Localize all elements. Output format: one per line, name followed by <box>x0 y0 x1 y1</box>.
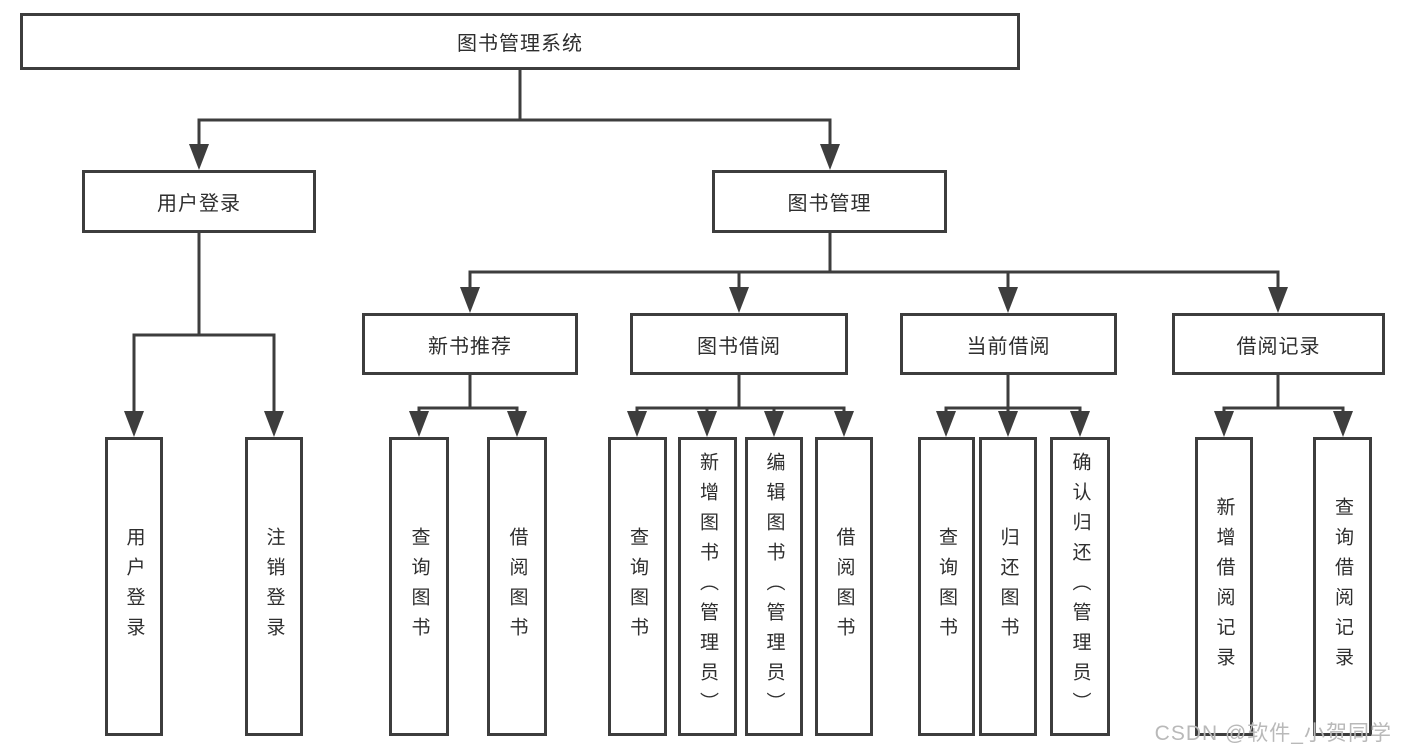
node-book-borrow: 图书借阅 <box>630 313 848 375</box>
arrow-down-icon <box>1333 411 1353 437</box>
arrow-down-icon <box>834 411 854 437</box>
arrow-down-icon <box>1268 287 1288 313</box>
leaf-borrow-books-recommend: 借阅图书 <box>487 437 547 736</box>
arrow-down-icon <box>124 411 144 437</box>
leaf-label: 借阅图书 <box>506 526 528 647</box>
connector-book-management-children <box>468 231 1280 291</box>
leaf-label: 新增图书（管理员） <box>697 451 718 722</box>
leaf-add-borrow-record: 新增借阅记录 <box>1195 437 1253 736</box>
watermark: CSDN @软件_小贺同学 <box>1154 722 1392 745</box>
leaf-query-borrow-record: 查询借阅记录 <box>1313 437 1372 736</box>
leaf-label: 查询借阅记录 <box>1332 496 1353 677</box>
node-borrow-records: 借阅记录 <box>1172 313 1385 375</box>
arrow-down-icon <box>460 287 480 313</box>
arrow-down-icon <box>507 411 527 437</box>
arrow-down-icon <box>764 411 784 437</box>
node-new-book-recommend: 新书推荐 <box>362 313 578 375</box>
leaf-edit-book-admin: 编辑图书（管理员） <box>745 437 803 736</box>
leaf-logout: 注销登录 <box>245 437 303 736</box>
connector-current-borrow-children <box>944 373 1082 415</box>
node-user-login: 用户登录 <box>82 170 316 233</box>
leaf-confirm-return-admin: 确认归还（管理员） <box>1050 437 1110 736</box>
arrow-down-icon <box>936 411 956 437</box>
node-root: 图书管理系统 <box>20 13 1020 70</box>
leaf-borrow-books: 借阅图书 <box>815 437 873 736</box>
leaf-label: 新增借阅记录 <box>1213 496 1235 677</box>
arrow-down-icon <box>627 411 647 437</box>
connector-user-login-children <box>132 231 276 415</box>
connector-new-book-children <box>417 373 519 415</box>
leaf-query-books-recommend: 查询图书 <box>389 437 449 736</box>
arrow-down-icon <box>697 411 717 437</box>
leaf-label: 查询图书 <box>408 526 430 647</box>
arrow-down-icon <box>998 411 1018 437</box>
leaf-label: 编辑图书（管理员） <box>763 451 785 722</box>
node-book-management: 图书管理 <box>712 170 947 233</box>
arrow-down-icon <box>409 411 429 437</box>
leaf-label: 用户登录 <box>123 526 145 647</box>
leaf-query-books-current: 查询图书 <box>918 437 975 736</box>
leaf-label: 借阅图书 <box>833 526 855 647</box>
arrow-down-icon <box>1070 411 1090 437</box>
leaf-label: 注销登录 <box>263 526 285 647</box>
connector-borrow-records-children <box>1222 373 1345 415</box>
leaf-label: 查询图书 <box>936 526 957 647</box>
arrow-down-icon <box>264 411 284 437</box>
leaf-add-book-admin: 新增图书（管理员） <box>678 437 737 736</box>
leaf-user-login: 用户登录 <box>105 437 163 736</box>
leaf-label: 归还图书 <box>997 526 1019 647</box>
arrow-down-icon <box>189 144 209 170</box>
leaf-query-books-borrow: 查询图书 <box>608 437 667 736</box>
arrow-down-icon <box>998 287 1018 313</box>
node-current-borrow: 当前借阅 <box>900 313 1117 375</box>
leaf-label: 查询图书 <box>627 526 648 647</box>
arrow-down-icon <box>1214 411 1234 437</box>
leaf-return-book: 归还图书 <box>979 437 1037 736</box>
connector-root-to-level2 <box>197 68 832 148</box>
arrowheads <box>124 144 1353 437</box>
connector-book-borrow-children <box>635 373 846 415</box>
arrow-down-icon <box>729 287 749 313</box>
leaf-label: 确认归还（管理员） <box>1069 451 1091 722</box>
arrow-down-icon <box>820 144 840 170</box>
